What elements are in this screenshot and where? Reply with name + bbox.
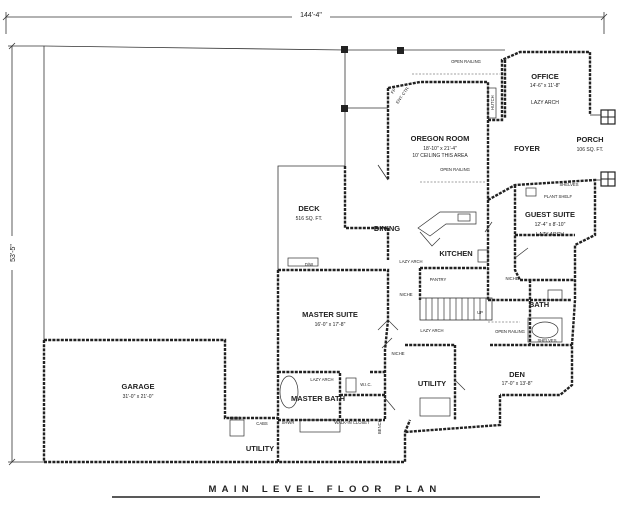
room-guest-suite: GUEST SUITE 12'-4" x 8'-10" LAZY ARCH [525,210,575,238]
note-plant-shelf: PLANT SHELF [544,194,573,199]
note-shelves-den: SHELVES [537,338,556,343]
depth-dimension: 53'-5" [7,42,44,466]
plan-title-text: MAIN LEVEL FLOOR PLAN [208,484,441,495]
plan-notes: OPEN RAILING OPEN RAILING OPEN RAILING E… [256,59,578,434]
depth-dimension-label: 53'-5" [10,244,17,262]
room-foyer: FOYER [514,144,540,153]
note-ent-ctr: ENT. CTR. [395,85,411,104]
garage-size: 31'-0" x 21'-0" [123,394,154,400]
note-up: UP [477,310,483,315]
oregon-size: 18'-10" x 21'-4" [423,146,457,152]
stairs [419,297,493,321]
roof-outline [43,45,505,340]
note-shwr: SHWR [282,420,295,425]
fixtures [229,87,563,437]
room-utility-bottom: UTILITY [246,444,274,453]
utility-center-name: UTILITY [418,379,446,388]
room-utility-center: UTILITY [418,379,446,388]
room-kitchen: KITCHEN [439,249,472,258]
foyer-name: FOYER [514,144,540,153]
den-size: 17'-0" x 13'-8" [502,381,533,387]
note-walkin-closet: WALK-IN CLOSET [334,420,370,425]
garage-name: GARAGE [122,382,155,391]
bath-name: BATH [529,300,549,309]
guest-suite-note: LAZY ARCH [536,232,564,238]
note-lazy-arch-lower: LAZY ARCH [420,328,443,333]
note-open-railing-mid: OPEN RAILING [440,167,470,172]
utility-bottom-name: UTILITY [246,444,274,453]
interior-walls [230,200,575,422]
room-oregon: OREGON ROOM 18'-10" x 21'-4" 10' CEILING… [411,134,470,159]
note-fp: FP [390,87,397,94]
note-open-railing-stair: OPEN RAILING [495,329,525,334]
note-niche-hall: NICHE [391,351,404,356]
room-garage: GARAGE 31'-0" x 21'-0" [122,382,155,400]
room-master-suite: MASTER SUITE 16'-0" x 17'-8" [302,310,358,328]
guest-suite-name: GUEST SUITE [525,210,575,219]
dining-name: DINING [374,224,400,233]
room-master-bath: MASTER BATH [291,394,345,403]
master-bath-name: MASTER BATH [291,394,345,403]
porch-posts [590,109,616,187]
office-note: LAZY ARCH [531,100,559,106]
kitchen-island [417,211,477,247]
note-cabs: CABS [256,421,268,426]
railings [412,73,520,323]
note-niche-master: NICHE [399,292,412,297]
office-size: 14'-6" x 11'-8" [530,83,561,89]
note-hutch: HUTCH [490,95,495,110]
oregon-note: 10' CEILING THIS AREA [412,153,468,159]
oregon-name: OREGON ROOM [411,134,470,143]
master-suite-size: 16'-0" x 17'-8" [315,322,346,328]
doors [377,221,529,411]
note-pantry: PANTRY [430,277,447,282]
kitchen-name: KITCHEN [439,249,472,258]
note-wic: W.I.C. [360,382,371,387]
deck-posts [341,46,404,112]
room-bath: BATH [529,300,549,309]
room-den: DEN 17'-0" x 13'-8" [502,370,533,387]
room-porch: PORCH 106 SQ. FT. [576,135,603,153]
room-deck: DECK 516 SQ. FT. [296,204,323,222]
master-suite-name: MASTER SUITE [302,310,358,319]
room-office: OFFICE 14'-6" x 11'-8" LAZY ARCH [530,72,561,106]
plan-title: MAIN LEVEL FLOOR PLAN [112,484,540,498]
guest-suite-size: 12'-4" x 8'-10" [535,222,566,228]
width-dimension: 144'-4" [2,10,608,34]
room-dining: DINING [374,224,400,233]
deck-name: DECK [298,204,320,213]
note-lazy-arch-upper: LAZY ARCH [399,259,422,264]
note-open-railing-top: OPEN RAILING [451,59,481,64]
width-dimension-label: 144'-4" [300,12,322,19]
note-dw: D/W [305,262,313,267]
note-shelves-guest: SHELVES [559,182,578,187]
office-name: OFFICE [531,72,559,81]
note-niche-guest: NICHE [505,276,518,281]
den-name: DEN [509,370,525,379]
deck-size: 516 SQ. FT. [296,216,323,222]
porch-size: 106 SQ. FT. [577,147,604,153]
note-bench: BENCH [377,419,382,434]
note-lazy-arch-bath: LAZY ARCH [310,377,333,382]
porch-name: PORCH [576,135,603,144]
